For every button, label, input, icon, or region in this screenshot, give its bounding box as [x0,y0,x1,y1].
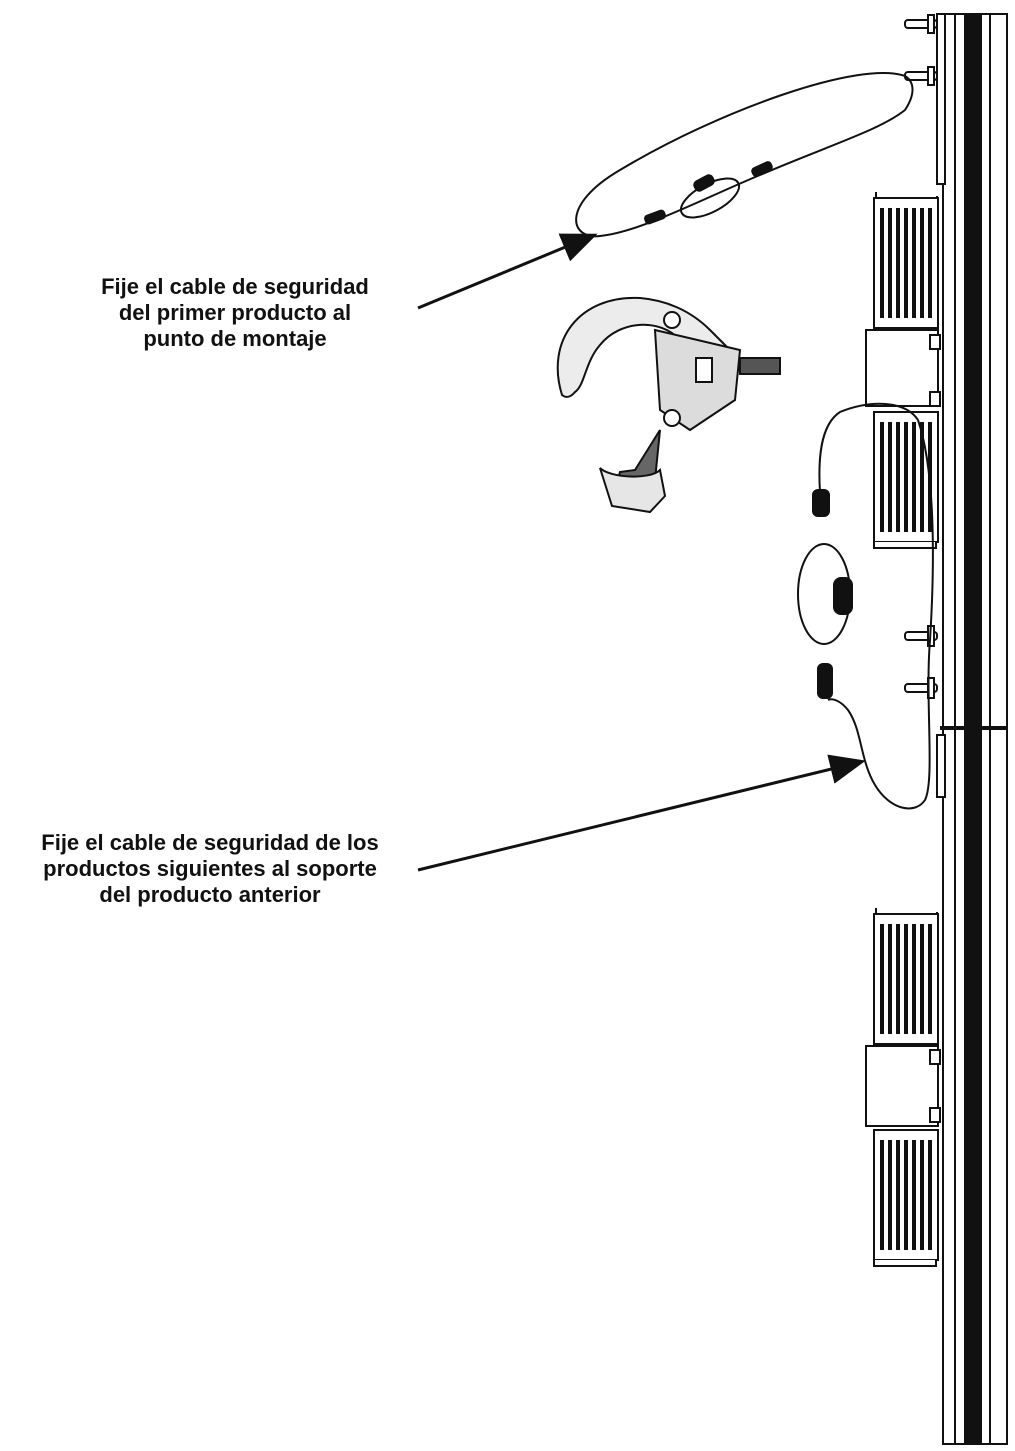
callout-following-products: Fije el cable de seguridad de los produc… [0,830,420,908]
light-fixture-lower [865,908,941,1267]
callout-arrow-1 [417,233,598,310]
callout-2-line-3: del producto anterior [99,882,321,907]
mounting-pins-top [904,14,938,86]
mounting-pins-middle [904,625,946,798]
callout-2-line-2: productos siguientes al soporte [43,856,377,881]
light-fixture-upper [865,192,941,549]
safety-cable-lower [797,402,934,810]
callout-first-product: Fije el cable de seguridad del primer pr… [50,274,420,352]
callout-2-line-1: Fije el cable de seguridad de los [41,830,379,855]
mounting-clamp [556,296,781,514]
safety-cable-upper [575,72,914,238]
callout-arrows [417,233,866,872]
callout-1-line-3: punto de montaje [143,326,327,351]
callout-1-line-1: Fije el cable de seguridad [101,274,369,299]
callout-arrow-2 [417,754,866,872]
callout-1-line-2: del primer producto al [118,300,352,325]
truss-rail [936,13,1008,1445]
